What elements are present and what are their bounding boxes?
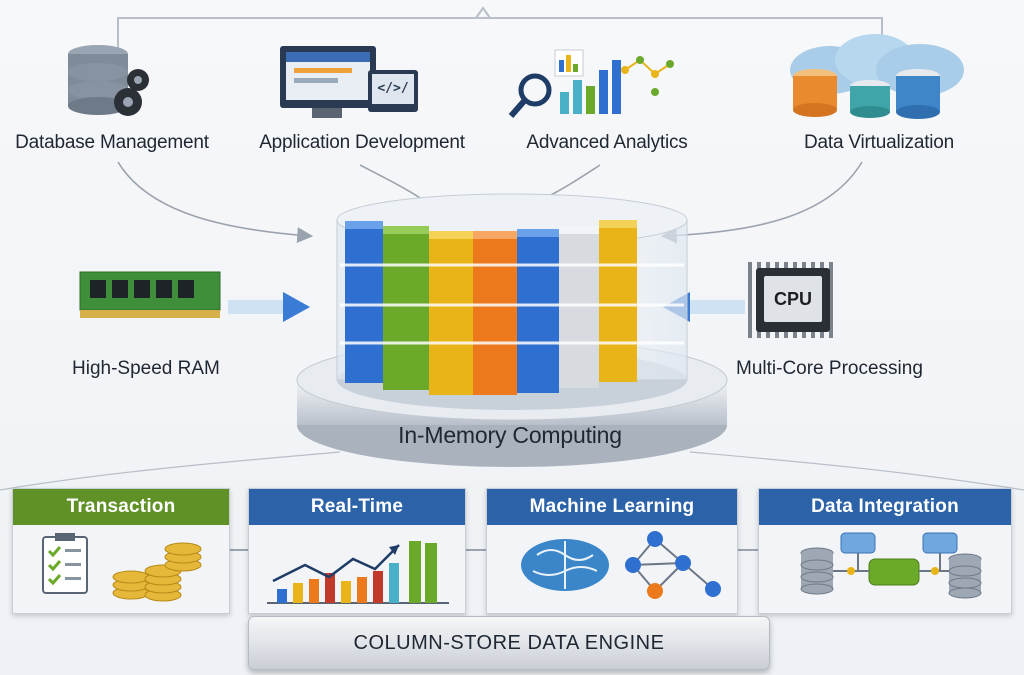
code-symbol: </>/ bbox=[372, 74, 414, 104]
real-time-card: Real-Time bbox=[248, 488, 466, 614]
cloud-database-icon bbox=[790, 34, 964, 119]
high-speed-ram-label: High-Speed RAM bbox=[72, 358, 220, 379]
advanced-analytics-label: Advanced Analytics bbox=[526, 132, 688, 153]
checklist-coins-icon bbox=[42, 533, 202, 602]
database-management-label: Database Management bbox=[15, 132, 209, 153]
database-gear-icon bbox=[68, 45, 149, 116]
column-store-engine-label: COLUMN-STORE DATA ENGINE bbox=[248, 616, 770, 670]
realtime-chart-icon bbox=[267, 541, 449, 604]
cpu-text: CPU bbox=[764, 276, 822, 322]
data-integration-card: Data Integration bbox=[758, 488, 1012, 614]
column-blocks bbox=[340, 220, 684, 395]
in-memory-core bbox=[296, 193, 728, 467]
data-integration-icon bbox=[800, 532, 982, 599]
machine-learning-card-title: Machine Learning bbox=[487, 489, 737, 525]
in-memory-computing-label: In-Memory Computing bbox=[398, 422, 622, 448]
application-development-label: Application Development bbox=[259, 132, 465, 153]
ram-module-icon bbox=[79, 271, 221, 318]
cpu-chip-icon: CPU bbox=[748, 262, 838, 338]
real-time-card-title: Real-Time bbox=[249, 489, 465, 525]
multi-core-processing-label: Multi-Core Processing bbox=[736, 358, 923, 379]
data-virtualization-label: Data Virtualization bbox=[803, 132, 955, 153]
transaction-card: Transaction bbox=[12, 488, 230, 614]
brain-network-icon bbox=[521, 531, 721, 599]
machine-learning-card: Machine Learning bbox=[486, 488, 738, 614]
transaction-card-title: Transaction bbox=[13, 489, 229, 525]
data-integration-card-title: Data Integration bbox=[759, 489, 1011, 525]
monitor-code-icon: </>/ bbox=[272, 44, 422, 122]
analytics-chart-icon bbox=[508, 49, 674, 118]
